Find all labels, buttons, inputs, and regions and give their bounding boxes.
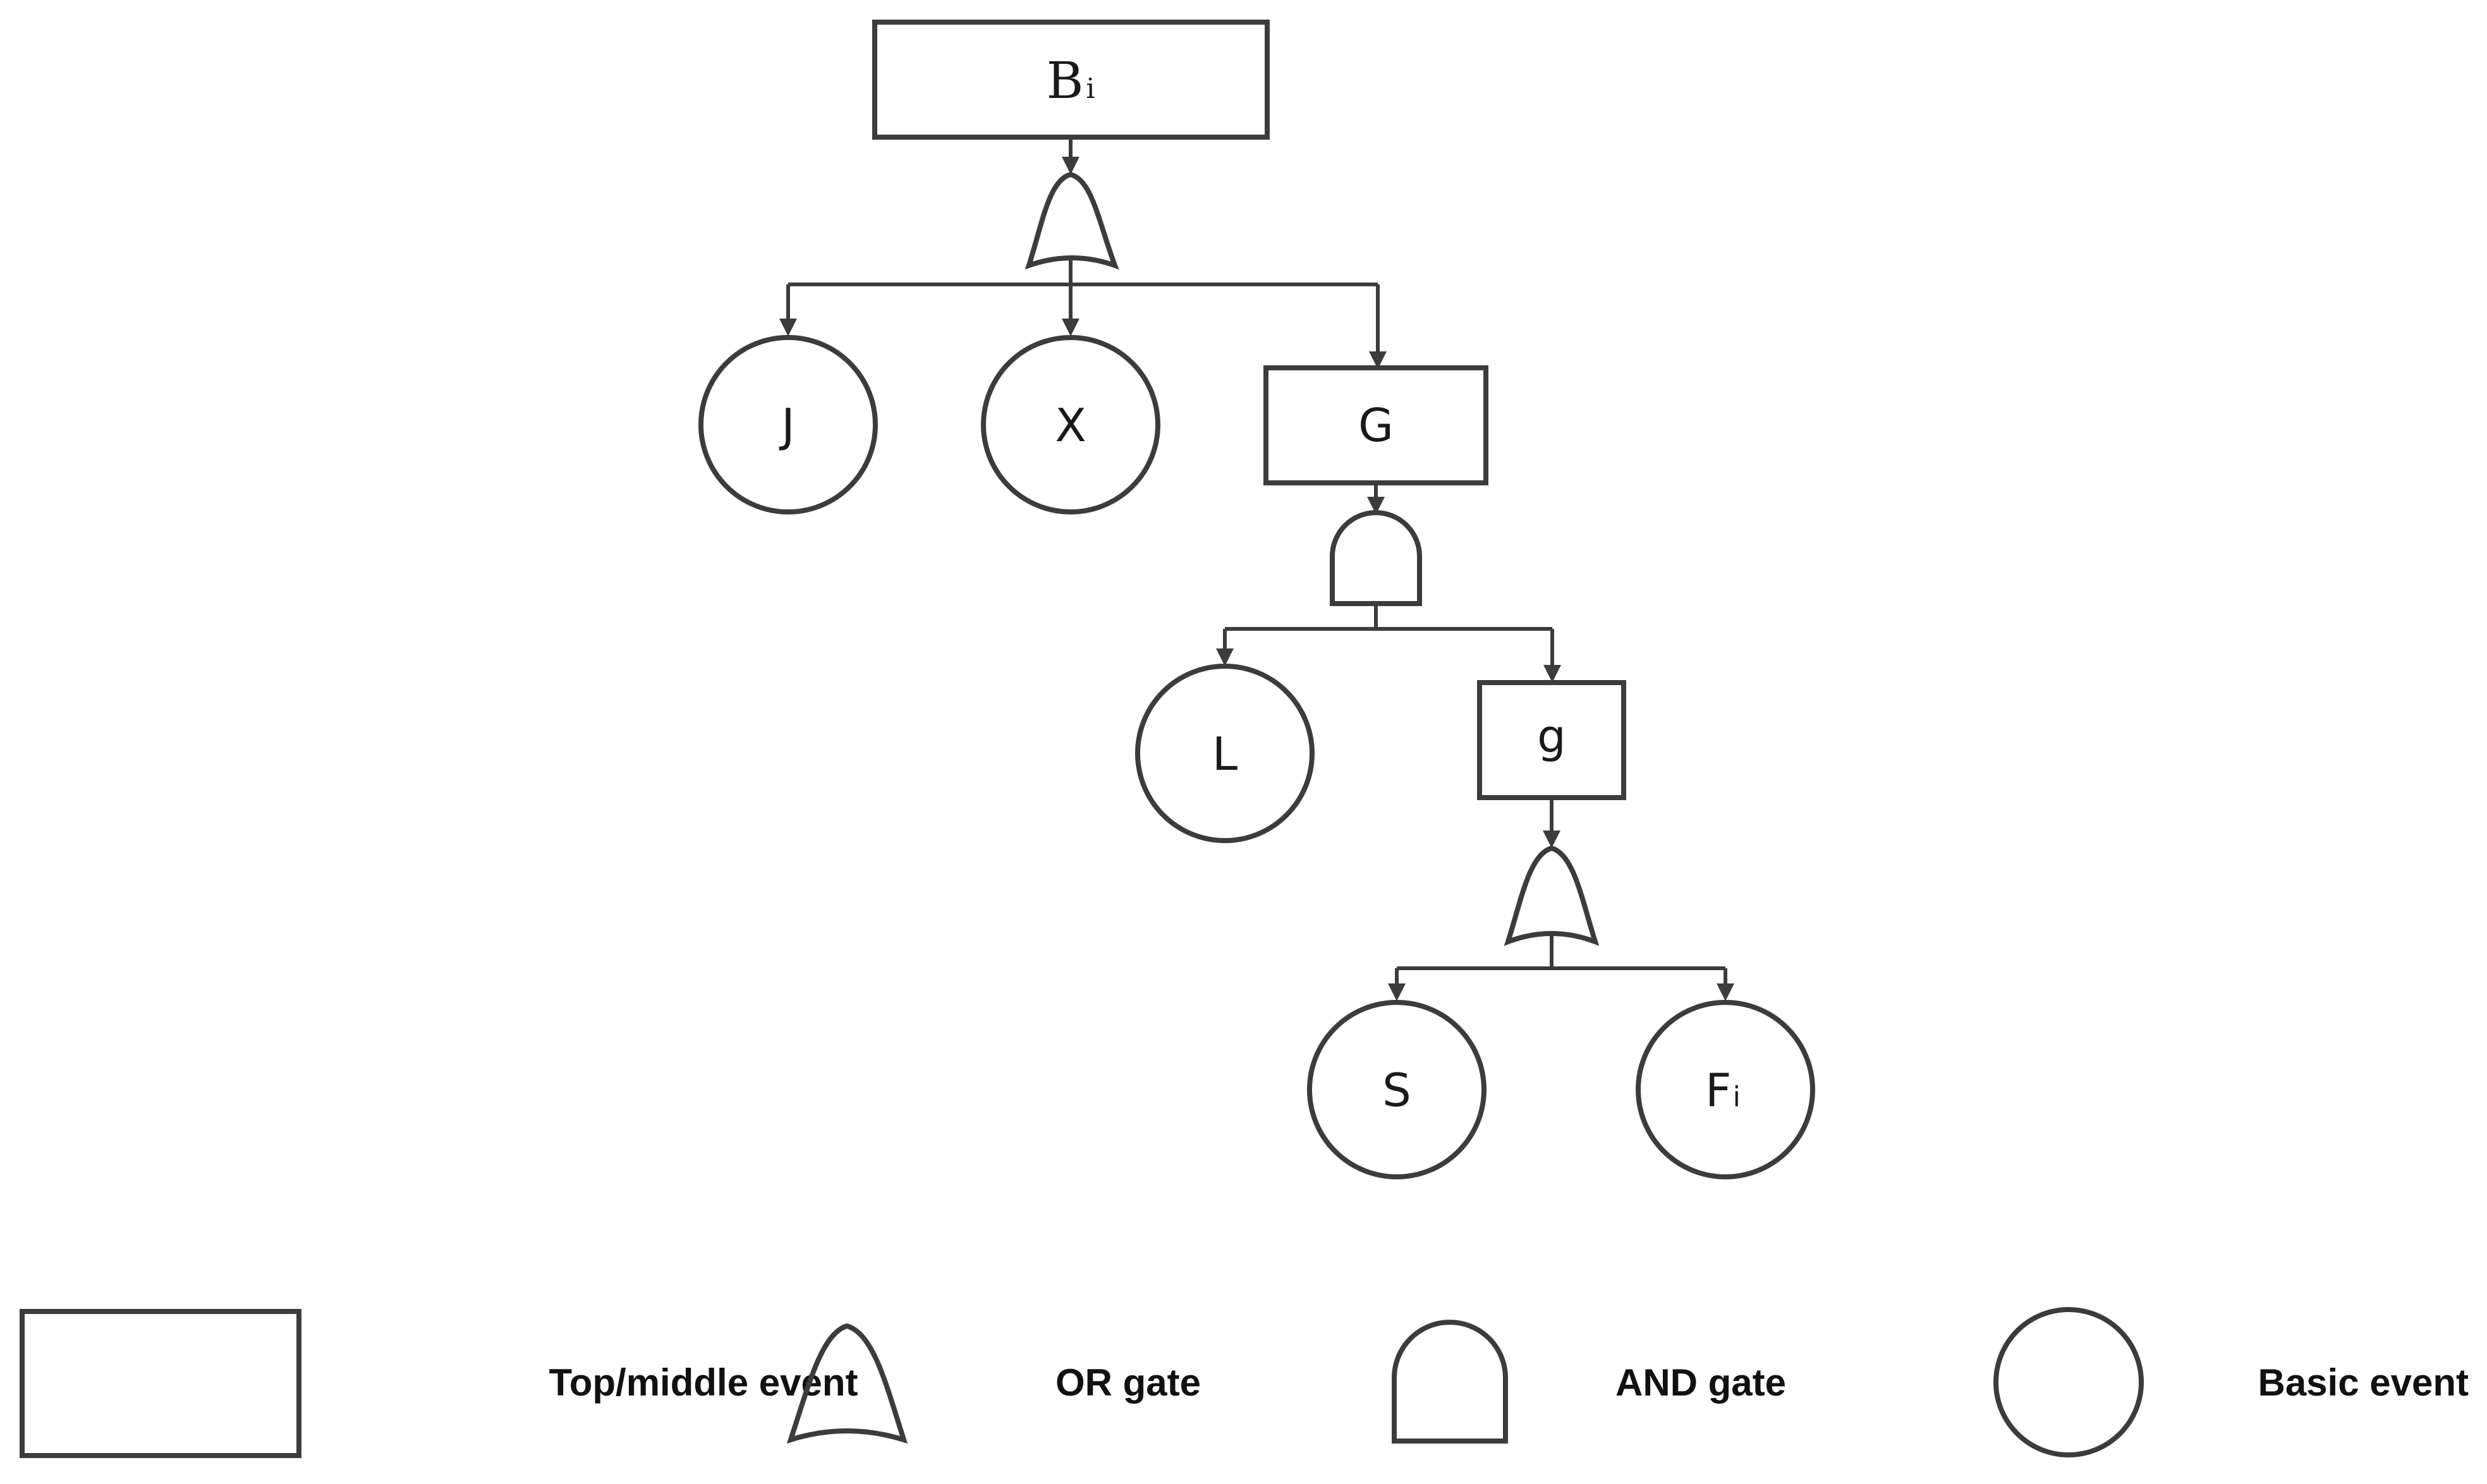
legend-circle-symbol — [1993, 1307, 2144, 1457]
basic-event-f — [1636, 1000, 1815, 1179]
legend-and-label: AND gate — [1615, 1361, 1786, 1404]
legend-rect-symbol — [20, 1309, 301, 1458]
legend-or-label: OR gate — [1055, 1361, 1201, 1404]
basic-event-s — [1307, 1000, 1487, 1179]
arrow-top-to-or — [1062, 157, 1079, 174]
basic-event-l-label: L — [1212, 727, 1237, 781]
arrow-to-s — [1388, 983, 1406, 1001]
and-gate — [1330, 510, 1422, 606]
or-gate-top — [1025, 171, 1119, 270]
top-event-box — [872, 20, 1270, 140]
arrow-to-x — [1062, 319, 1079, 336]
arrow-to-j — [779, 319, 797, 336]
legend-and-symbol — [1392, 1320, 1508, 1444]
basic-event-j — [698, 335, 878, 514]
basic-event-f-label: Fi — [1705, 1064, 1741, 1117]
basic-event-s-label: S — [1382, 1064, 1411, 1117]
arrow-to-f — [1717, 983, 1734, 1001]
basic-event-x — [981, 335, 1160, 514]
middle-event-g-lower-label: g — [1537, 710, 1566, 763]
arrow-g-to-or — [1543, 830, 1560, 848]
legend: Top/middle event OR gate AND gate Basic … — [20, 1307, 2469, 1458]
arrow-to-g-upper — [1369, 351, 1387, 369]
middle-event-g-label: G — [1358, 399, 1394, 452]
middle-event-g-lower-box — [1477, 680, 1626, 800]
arrow-to-g-lower — [1543, 665, 1561, 683]
basic-event-x-label: X — [1055, 399, 1086, 452]
legend-circle-label: Basic event — [2258, 1361, 2469, 1404]
top-event-label: Bi — [1047, 51, 1095, 110]
or-gate-lower — [1504, 845, 1600, 946]
basic-event-j-label: J — [779, 399, 794, 452]
arrow-to-l — [1216, 648, 1234, 666]
arrow-g-to-and — [1367, 497, 1385, 514]
basic-event-l — [1135, 664, 1315, 843]
legend-or-symbol — [786, 1323, 908, 1444]
